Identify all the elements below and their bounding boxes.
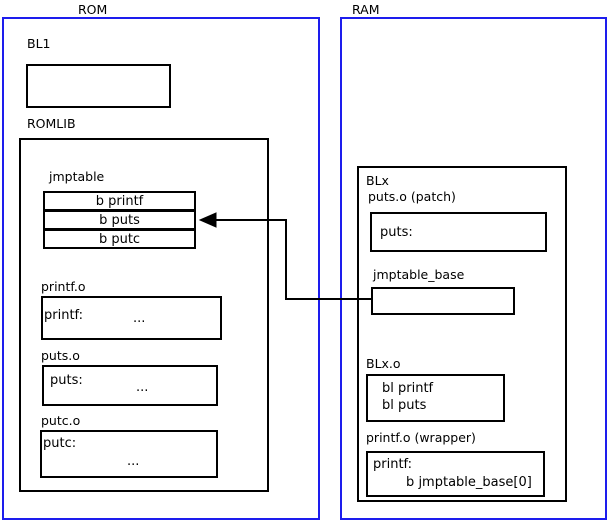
jmptable-label: jmptable [49,169,105,184]
printf-wrapper-label: printf.o (wrapper) [366,430,476,445]
rom-object-2-label: putc.o [41,413,81,428]
rom-object-0-symbol: printf: [44,308,84,323]
puts-patch-label: puts.o (patch) [368,189,456,204]
jmptable-base-label: jmptable_base [373,267,465,282]
blx-o-line-0: bl printf [382,381,434,396]
connector-arrowhead [198,212,217,228]
rom-region [2,17,320,520]
jmptable-entry-2-text: b putc [98,231,141,247]
rom-object-2-symbol: putc: [43,436,77,451]
rom-object-1-box: puts: ... [42,365,218,406]
printf-wrapper-box: printf: b jmptable_base[0] [366,451,545,497]
rom-object-1-label: puts.o [41,348,80,363]
puts-patch-symbol: puts: [380,225,413,240]
bl1-label: BL1 [27,36,51,51]
romlib-label: ROMLIB [27,116,76,131]
rom-object-0-box: printf: ... [41,296,222,340]
blx-label: BLx [366,173,389,188]
printf-wrapper-line-0: printf: [373,457,413,472]
bl1-box [26,64,171,108]
blx-o-label: BLx.o [366,356,401,371]
rom-object-1-body: ... [136,380,149,395]
rom-object-2-body: ... [127,454,140,469]
printf-wrapper-line-1: b jmptable_base[0] [373,475,532,490]
ram-region [340,17,607,520]
ram-region-title: RAM [352,2,380,17]
rom-object-0-body: ... [133,311,146,326]
puts-patch-box: puts: [370,212,547,252]
jmptable-base-box [371,287,515,315]
rom-object-2-box: putc: ... [40,430,218,478]
blx-o-box: bl printf bl puts [366,374,505,422]
jmptable-entry-1-text: b puts [99,212,140,228]
rom-object-0-label: printf.o [41,279,86,294]
jmptable-entry-2: b putc [43,229,196,249]
rom-object-1-symbol: puts: [50,373,83,388]
blx-o-line-1: bl puts [382,398,427,413]
jmptable-entry-0-text: b printf [95,193,144,209]
rom-region-title: ROM [78,2,108,17]
